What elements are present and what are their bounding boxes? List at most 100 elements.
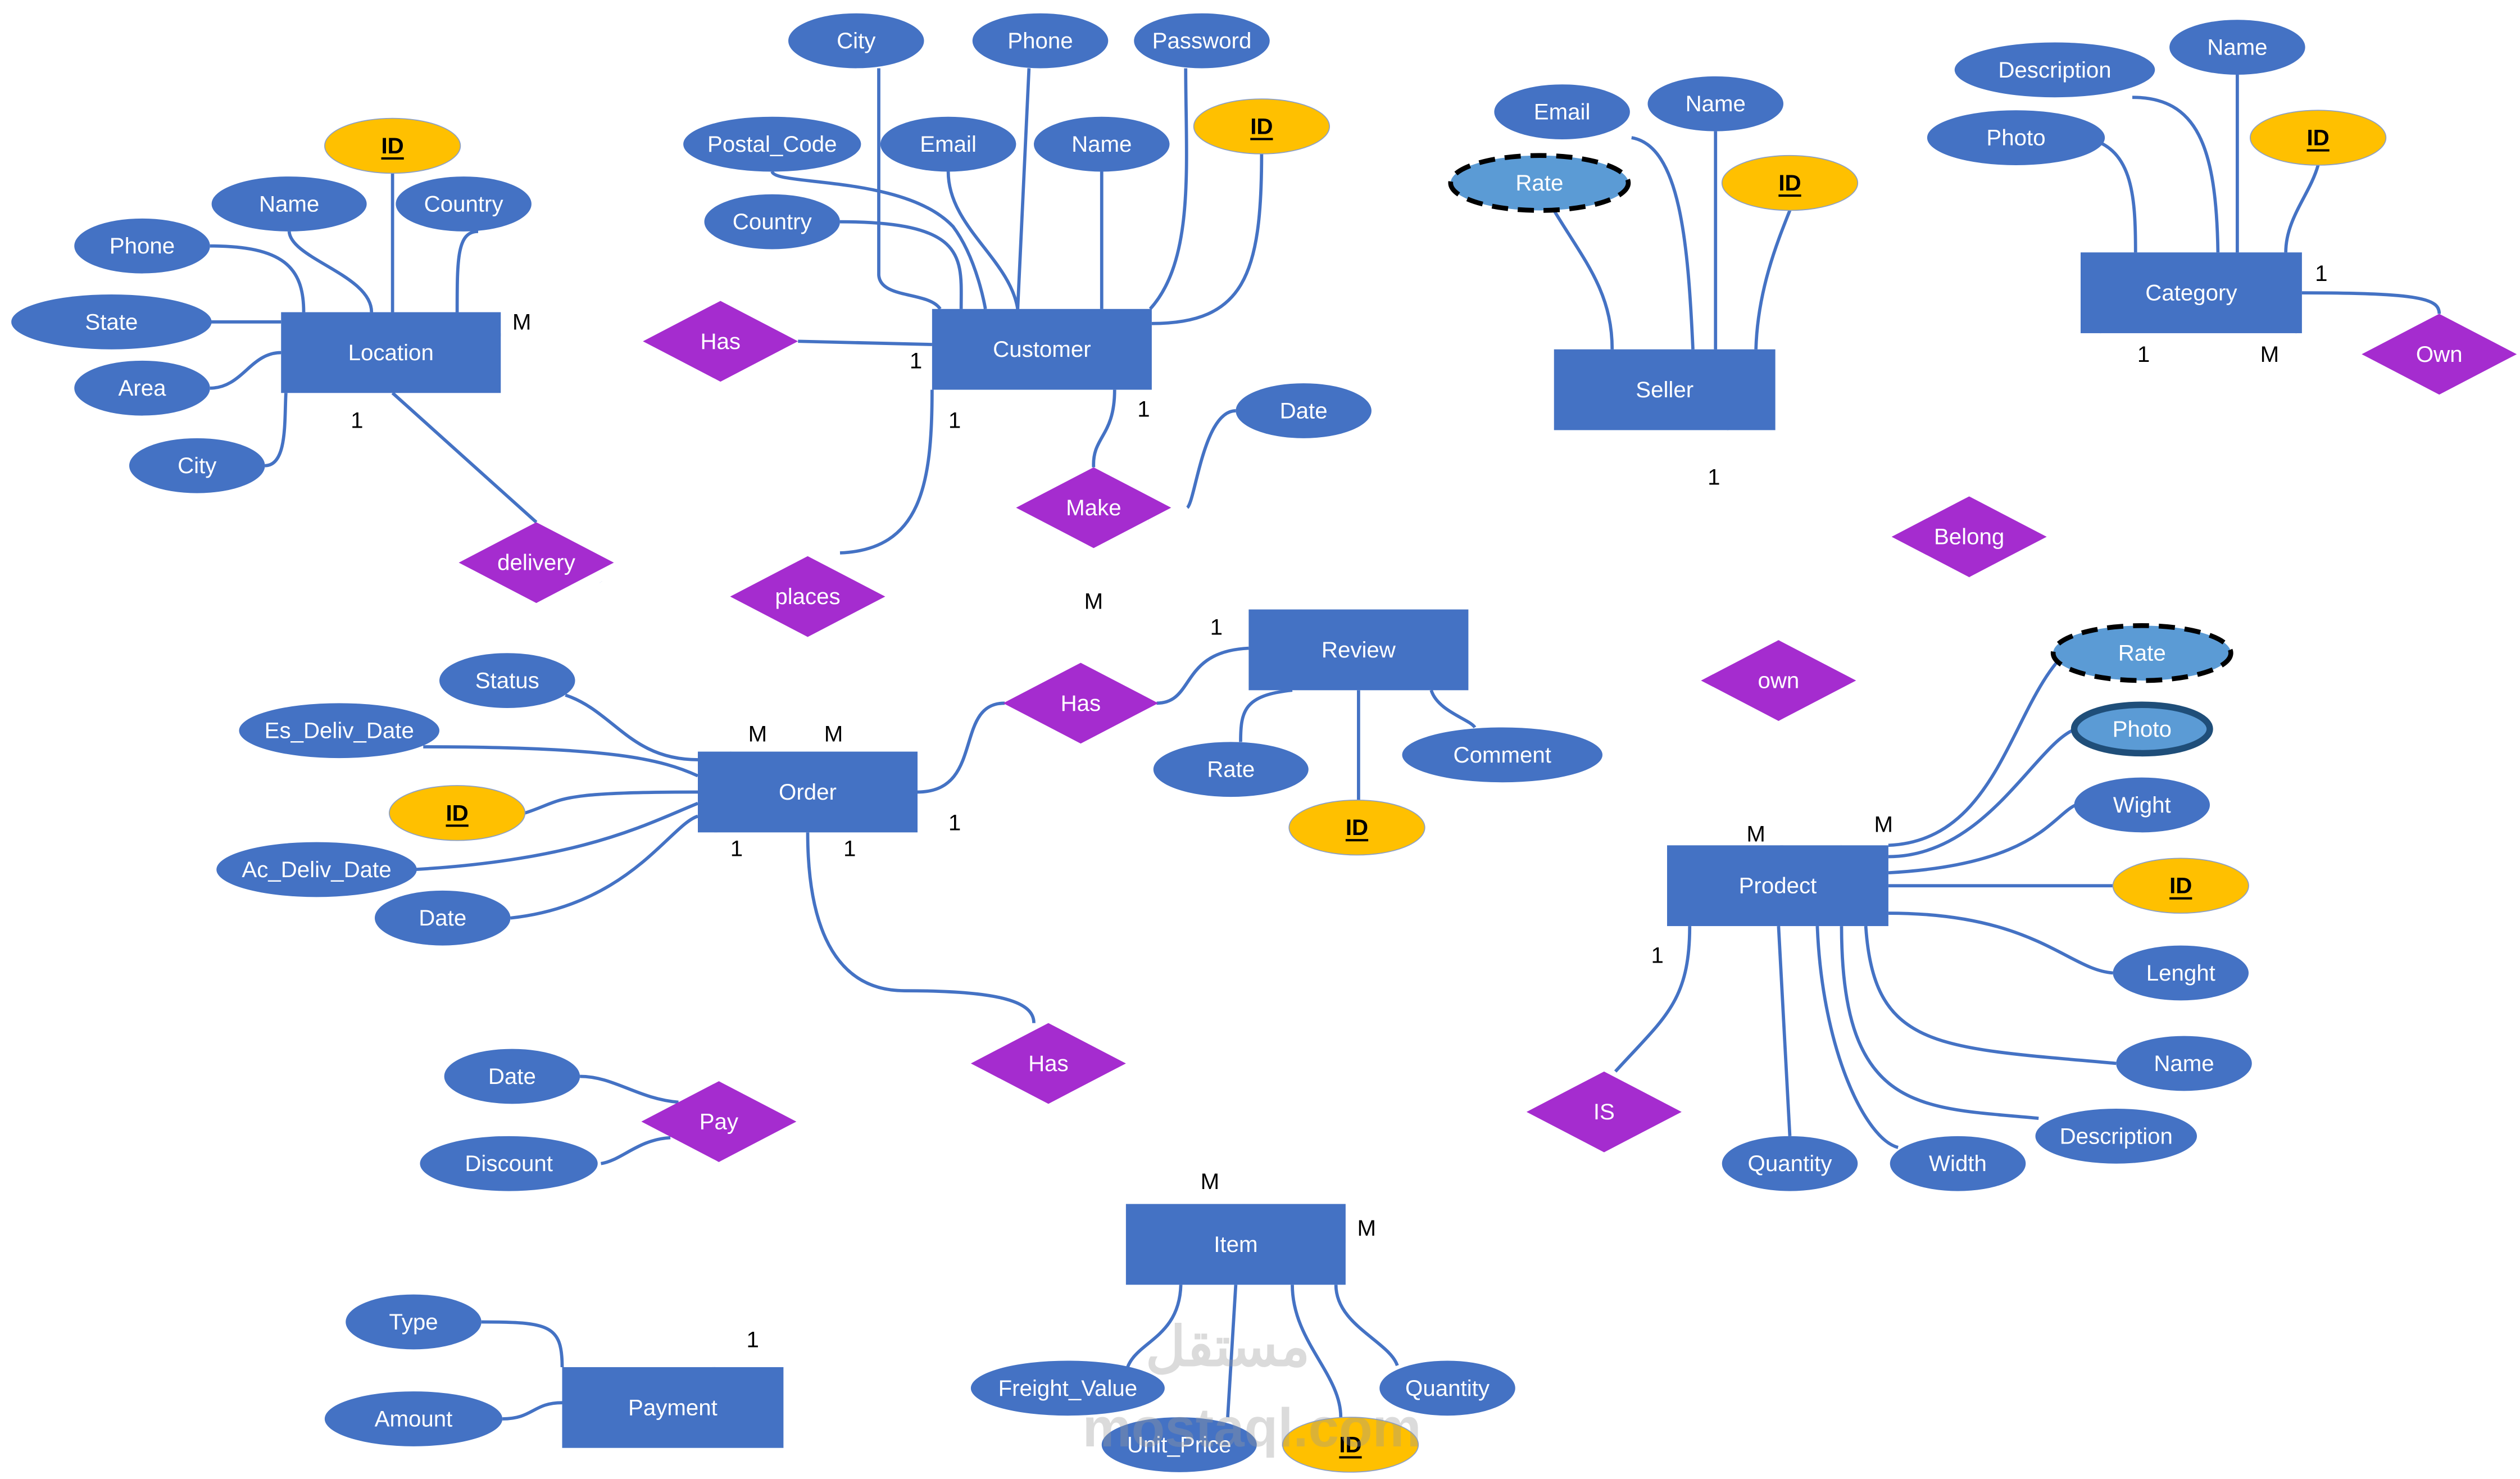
attribute-ord_date[interactable]: Date	[375, 890, 511, 946]
attribute-ellipse	[1153, 742, 1309, 797]
attribute-sel_name[interactable]: Name	[1647, 76, 1784, 131]
entity-product[interactable]: Prodect	[1667, 845, 1888, 927]
attribute-prd_photo[interactable]: Photo	[2071, 701, 2213, 757]
attribute-ord_status[interactable]: Status	[439, 653, 575, 708]
entity-box	[698, 751, 918, 833]
connector-line	[1429, 689, 1477, 729]
attribute-cus_password[interactable]: Password	[1134, 13, 1270, 69]
connector-line	[1334, 1285, 1399, 1367]
relationship-diamond	[730, 556, 886, 637]
attribute-loc_area[interactable]: Area	[74, 360, 210, 416]
connector-line	[1148, 519, 1302, 610]
connector-line	[946, 171, 1020, 310]
attribute-prd_name[interactable]: Name	[2116, 1036, 2252, 1091]
attribute-loc_name[interactable]: Name	[211, 176, 367, 232]
attribute-cat_desc[interactable]: Description	[1954, 42, 2155, 98]
cardinality-c_product_belong: M	[1874, 811, 1893, 837]
attribute-loc_phone[interactable]: Phone	[74, 218, 210, 274]
attribute-itm_unit[interactable]: Unit_Price	[1101, 1417, 1257, 1472]
relationship-has_order_review[interactable]: Has	[1003, 663, 1159, 744]
attribute-mk_date[interactable]: Date	[1236, 383, 1372, 438]
entity-item[interactable]: Item	[1125, 1204, 1346, 1285]
attribute-label: ID	[382, 133, 404, 158]
connector-line	[2301, 291, 2441, 314]
attribute-itm_freight[interactable]: Freight_Value	[970, 1360, 1165, 1416]
attribute-loc_city[interactable]: City	[129, 438, 265, 493]
cardinality-c_cust_has: 1	[910, 348, 922, 373]
attribute-cat_id[interactable]: ID	[2250, 110, 2387, 166]
connector-line-gap	[2294, 333, 2378, 365]
attribute-prd_id[interactable]: ID	[2112, 858, 2249, 914]
attribute-prd_rate[interactable]: Rate	[2050, 623, 2233, 683]
entity-category[interactable]: Category	[2081, 252, 2302, 333]
attribute-prd_wight[interactable]: Wight	[2074, 777, 2210, 833]
attribute-loc_id[interactable]: ID	[324, 117, 461, 174]
attribute-cus_id[interactable]: ID	[1193, 98, 1330, 155]
relationship-diamond	[2362, 314, 2517, 395]
relationship-own_seller[interactable]: own	[1701, 640, 1856, 721]
relationship-diamond	[970, 1023, 1126, 1104]
attribute-ord_ac[interactable]: Ac_Deliv_Date	[216, 842, 417, 897]
attribute-sel_email[interactable]: Email	[1494, 84, 1630, 139]
attribute-ord_es[interactable]: Es_Deliv_Date	[239, 703, 440, 759]
attribute-cus_city[interactable]: City	[788, 13, 924, 69]
attribute-cus_postal[interactable]: Postal_Code	[683, 116, 861, 172]
connector-line	[1226, 1285, 1238, 1418]
attribute-cat_name[interactable]: Name	[2169, 20, 2305, 75]
entity-customer[interactable]: Customer	[932, 308, 1152, 390]
cardinality-c_loc_has: M	[512, 309, 532, 334]
attribute-ord_id[interactable]: ID	[389, 785, 526, 841]
attribute-cat_photo[interactable]: Photo	[1927, 110, 2105, 165]
attribute-pmt_type[interactable]: Type	[346, 1294, 482, 1350]
relationship-has_order_item[interactable]: Has	[970, 1023, 1126, 1104]
attribute-prd_lenght[interactable]: Lenght	[2113, 945, 2249, 1001]
attribute-ellipse	[880, 116, 1016, 172]
attribute-cus_phone[interactable]: Phone	[972, 13, 1109, 69]
connector-line	[423, 745, 699, 778]
attribute-itm_qty[interactable]: Quantity	[1379, 1360, 1515, 1416]
cardinality-c_cust_places: 1	[948, 408, 961, 433]
connector-line	[917, 701, 1005, 794]
attribute-rev_id[interactable]: ID	[1288, 799, 1425, 856]
attribute-pay_date[interactable]: Date	[444, 1049, 580, 1104]
attribute-sel_rate[interactable]: Rate	[1448, 153, 1631, 213]
relationship-label: Own	[2416, 342, 2463, 367]
attribute-prd_desc[interactable]: Description	[2035, 1108, 2197, 1164]
attribute-ellipse	[346, 1294, 482, 1350]
entity-seller[interactable]: Seller	[1554, 349, 1776, 430]
relationship-places[interactable]: places	[730, 556, 886, 637]
relationship-is[interactable]: IS	[1526, 1071, 1682, 1153]
entity-label: Prodect	[1739, 873, 1817, 899]
entity-payment[interactable]: Payment	[562, 1367, 784, 1448]
entity-order[interactable]: Order	[698, 751, 918, 833]
cardinality-c_cust_make: 1	[1137, 397, 1150, 422]
attribute-cus_name[interactable]: Name	[1034, 116, 1170, 172]
relationship-has_loc_cust[interactable]: Has	[643, 301, 798, 382]
relationship-pay[interactable]: Pay	[641, 1081, 797, 1162]
attribute-rev_comment[interactable]: Comment	[1402, 727, 1603, 783]
attribute-prd_qty[interactable]: Quantity	[1722, 1136, 1858, 1191]
attribute-pmt_amount[interactable]: Amount	[324, 1391, 503, 1446]
relationship-own_category[interactable]: Own	[2362, 314, 2517, 395]
connector-line	[1092, 389, 1116, 468]
connector-line	[1291, 1285, 1343, 1418]
attribute-rev_rate[interactable]: Rate	[1153, 742, 1309, 797]
attribute-ellipse	[1890, 1136, 2026, 1191]
attribute-prd_width[interactable]: Width	[1890, 1136, 2026, 1191]
entity-review[interactable]: Review	[1248, 609, 1469, 691]
attribute-itm_id[interactable]: ID	[1282, 1417, 1419, 1473]
attribute-loc_state[interactable]: State	[11, 294, 212, 350]
connector-line	[413, 801, 699, 872]
attribute-cus_email[interactable]: Email	[880, 116, 1016, 172]
relationship-delivery[interactable]: delivery	[458, 522, 614, 604]
connector-line	[1156, 646, 1249, 705]
cardinality-c_review_has: 1	[1210, 615, 1223, 640]
relationship-belong[interactable]: Belong	[1891, 496, 2047, 578]
entity-location[interactable]: Location	[281, 312, 501, 393]
attribute-pay_discount[interactable]: Discount	[420, 1136, 598, 1191]
connector-line-gap	[713, 832, 723, 1082]
attribute-sel_id[interactable]: ID	[1721, 155, 1859, 211]
attribute-loc_country[interactable]: Country	[396, 176, 532, 232]
attribute-cus_country[interactable]: Country	[704, 194, 841, 249]
relationship-make[interactable]: Make	[1016, 467, 1172, 548]
